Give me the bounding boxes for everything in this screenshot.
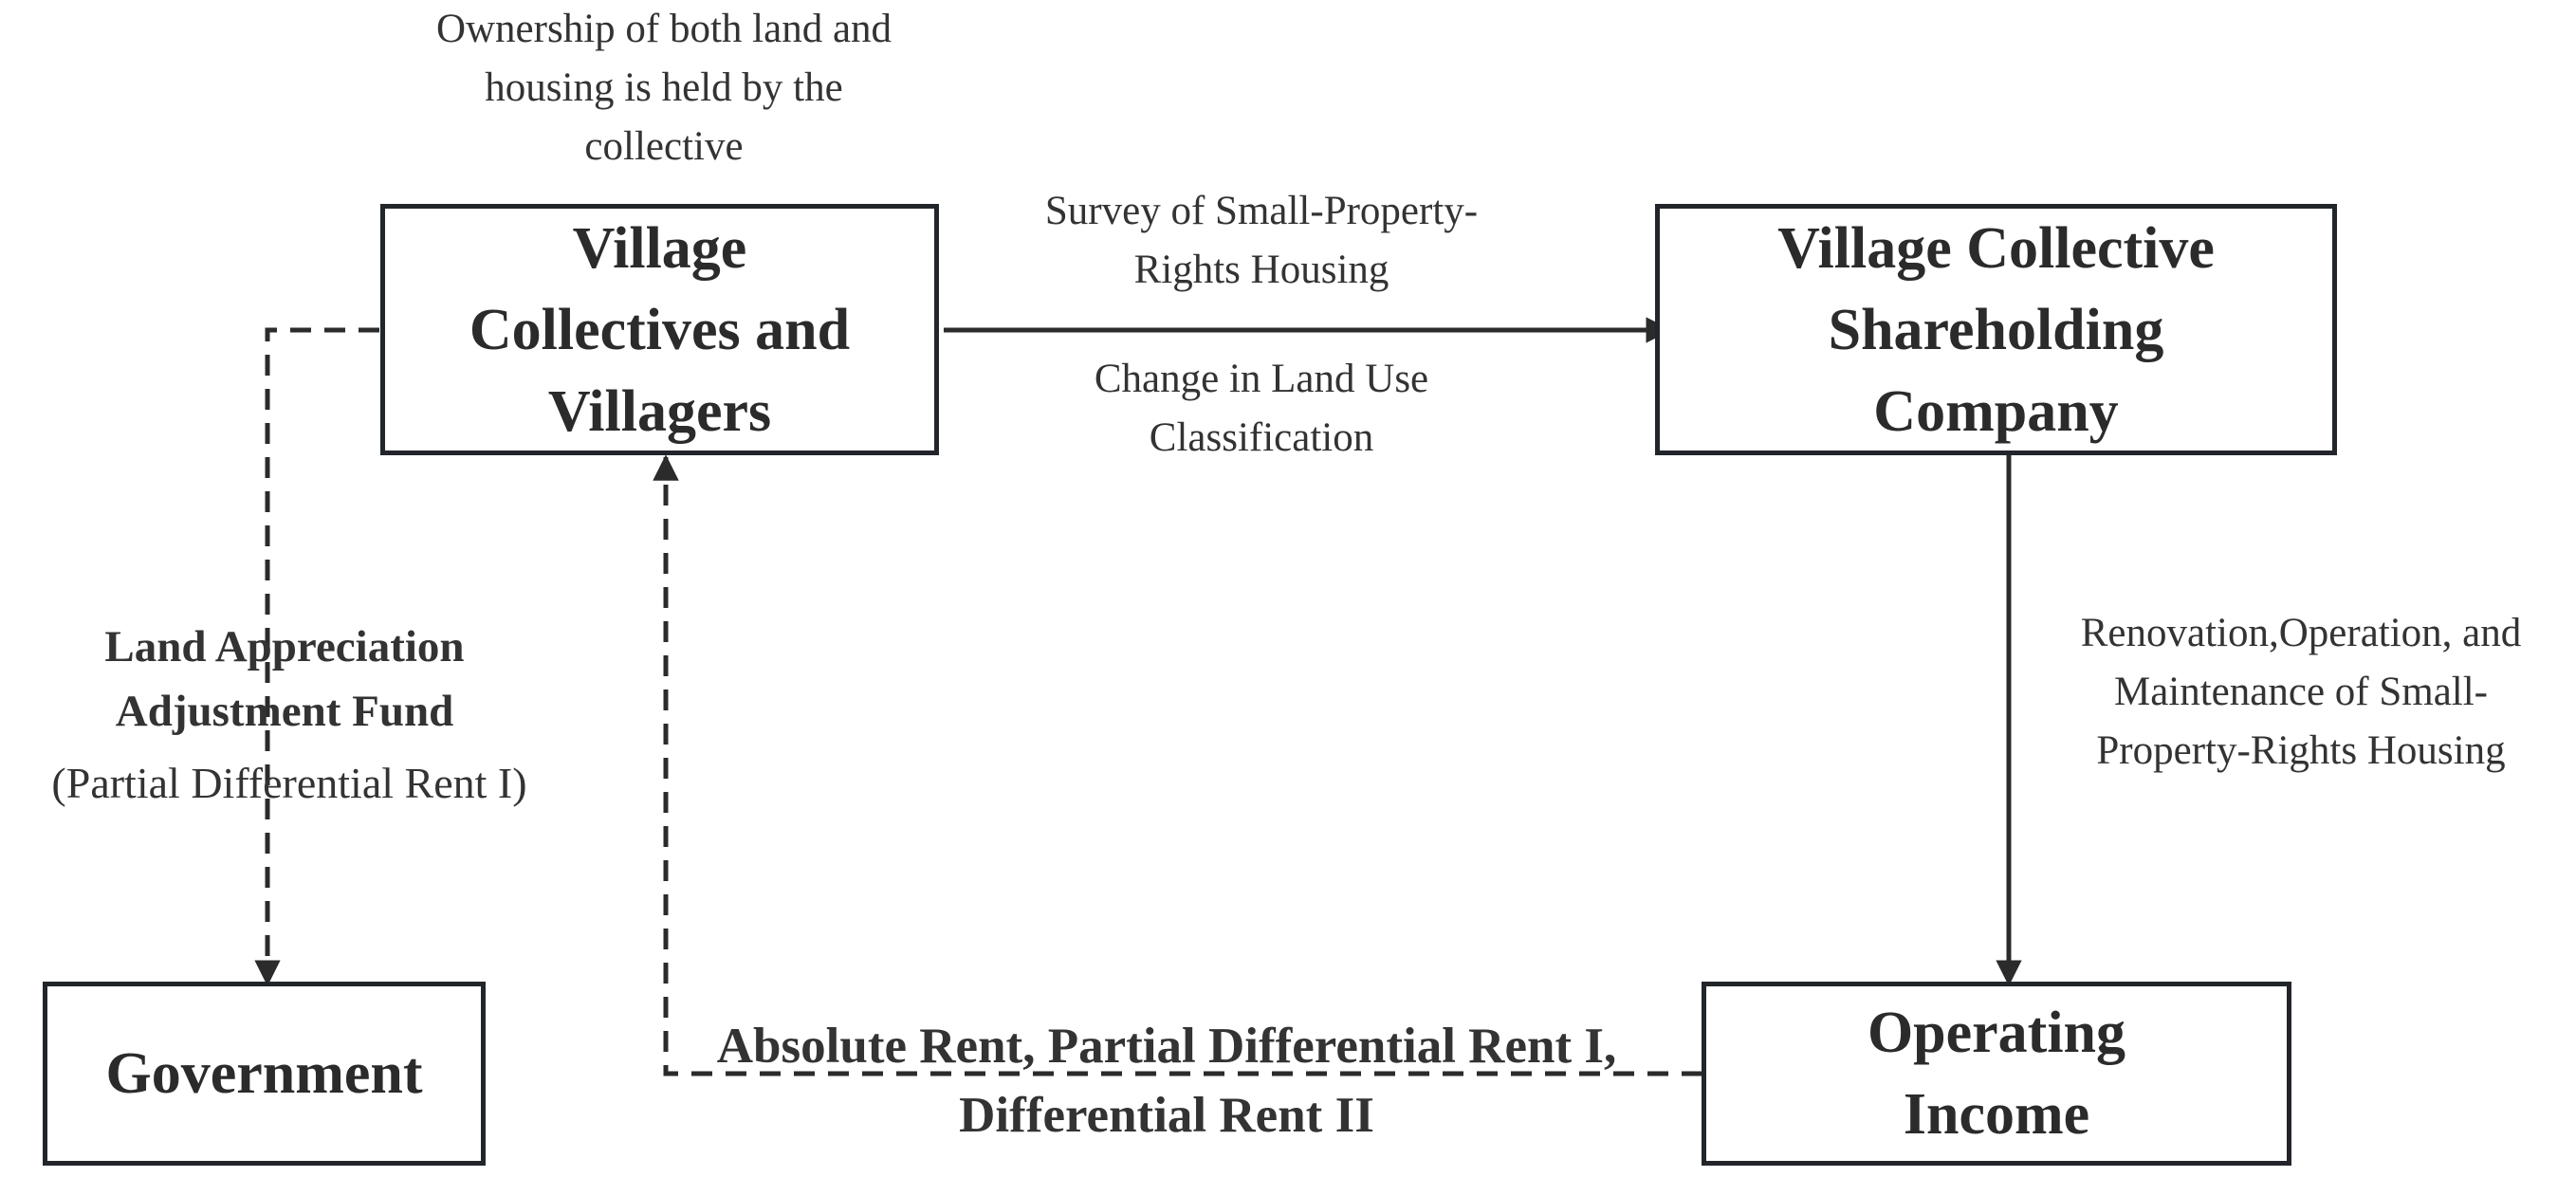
node-company-label: Village Collective Shareholding Company [1777, 215, 2215, 444]
ownership-note: Ownership of both land and housing is he… [435, 7, 892, 169]
arrow-villagers-to-government [254, 327, 379, 986]
renovation-label: Renovation,Operation, and Maintenance of… [2080, 611, 2522, 773]
arrow-income-to-villagers [653, 454, 1702, 1076]
node-villagers: Village Collectives and Villagers [380, 204, 939, 455]
node-company: Village Collective Shareholding Company [1655, 204, 2337, 455]
fund-sub-label: (Partial Differential Rent I) [51, 759, 527, 807]
node-government-label: Government [105, 1041, 423, 1106]
land-use-change-label: Change in Land Use Classification [1094, 357, 1429, 460]
node-income-label: Operating Income [1867, 1001, 2126, 1147]
survey-label: Survey of Small-Property- Rights Housing [1044, 189, 1479, 292]
node-government: Government [43, 982, 486, 1166]
node-villagers-label: Village Collectives and Villagers [469, 215, 851, 444]
fund-title-label: Land Appreciation Adjustment Fund [104, 622, 465, 736]
node-income: Operating Income [1702, 982, 2291, 1166]
rents-label: Absolute Rent, Partial Differential Rent… [716, 1019, 1617, 1143]
